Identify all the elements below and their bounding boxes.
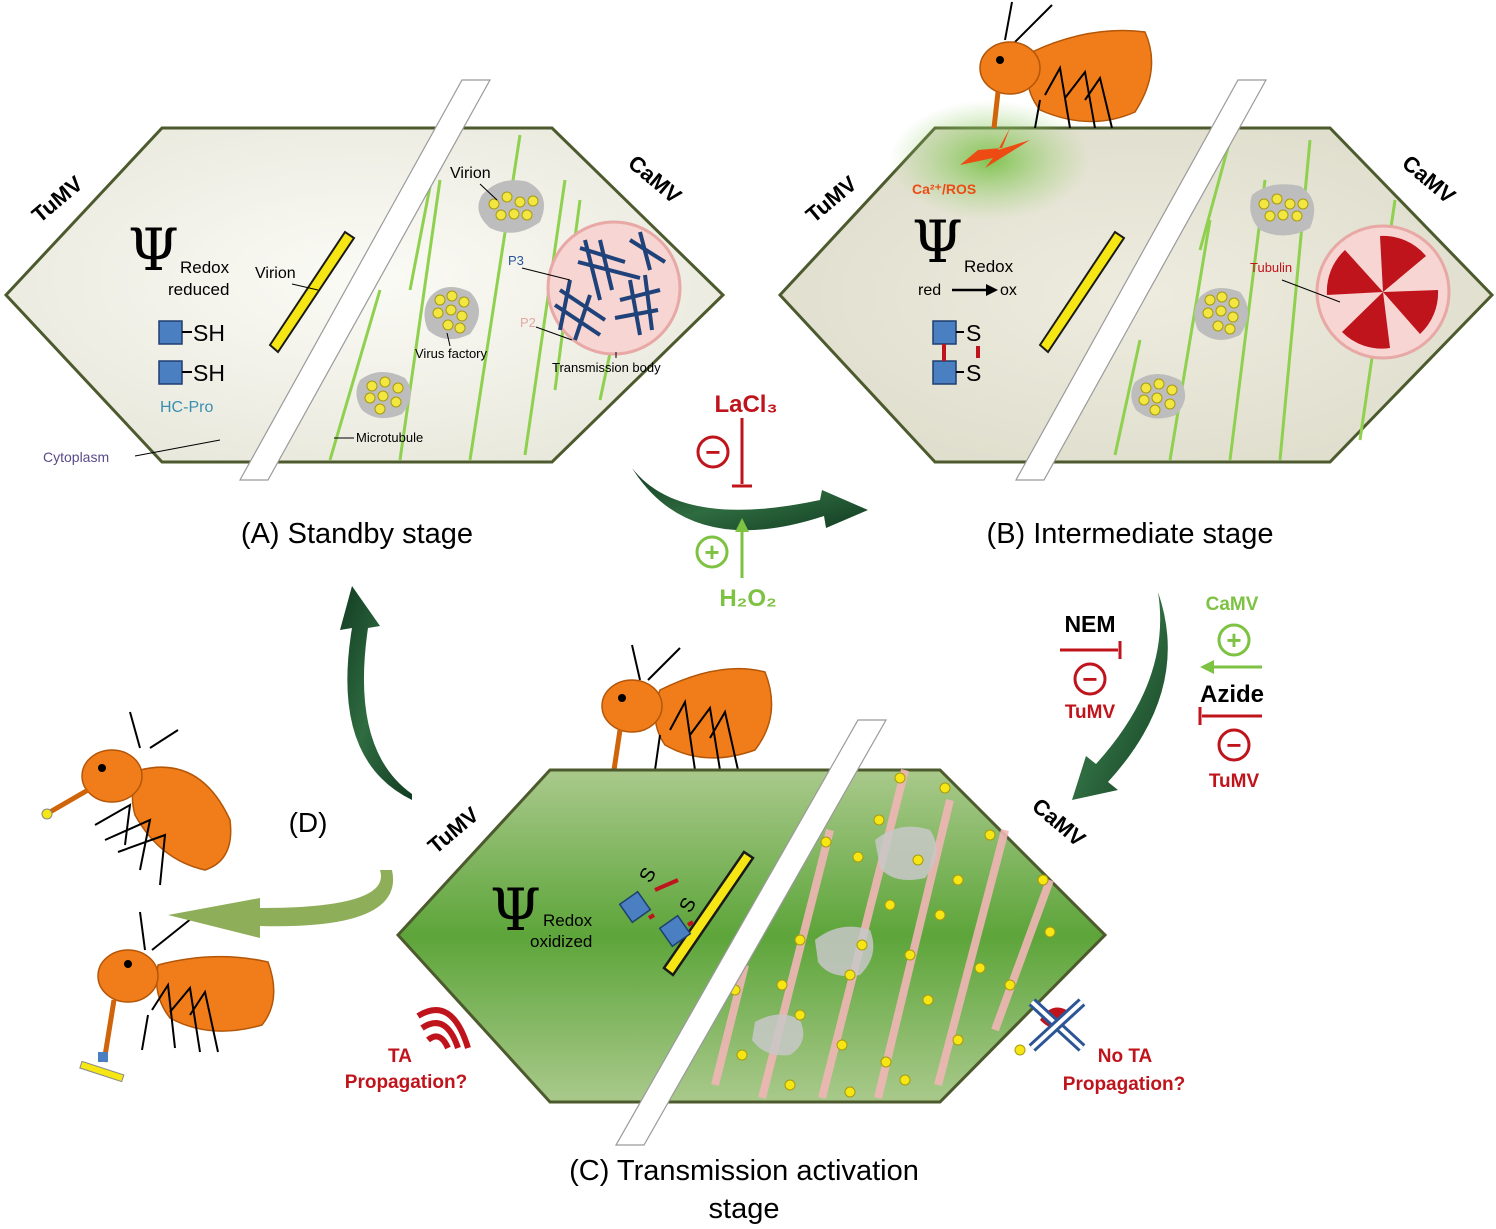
hc-pro-block-c1 — [618, 890, 652, 924]
virus-factory-b1 — [1250, 184, 1315, 236]
s-label-b2: S — [966, 360, 981, 386]
redox-state: reduced — [168, 280, 229, 299]
virus-factory-b3 — [1131, 373, 1186, 419]
ta-label-2: Propagation? — [345, 1072, 467, 1093]
ca-ros-label: Ca²⁺/ROS — [912, 181, 976, 197]
plus-icon-ab — [695, 535, 729, 569]
camv-label-b: CaMV — [1397, 150, 1460, 209]
ta-signal-icon — [416, 1007, 471, 1050]
panel-a-split — [238, 79, 492, 481]
arrow-c-to-d — [168, 870, 394, 938]
psi-symbol: Ψ — [128, 216, 179, 284]
panel-b-split — [1014, 79, 1268, 481]
tumv-virion-b — [1038, 230, 1126, 354]
hc-pro-block-c2 — [658, 914, 692, 948]
panel-c-caption-line1: (C) Transmission activation — [569, 1155, 919, 1187]
nem-label: NEM — [1064, 611, 1115, 637]
panel-c-caption-line2: stage — [709, 1193, 780, 1225]
p3-label: P3 — [508, 253, 524, 268]
sh-label-2: SH — [193, 360, 225, 386]
tumv-virion — [268, 230, 356, 354]
hc-pro-block-b1 — [932, 320, 957, 345]
panel-b: TuMV CaMV Ca²⁺/ROS Ψ Redox red ox S S Tu… — [777, 79, 1495, 550]
virus-factory-1 — [478, 180, 544, 233]
aphid-d-bottom — [79, 911, 275, 1083]
minus-sign-ab: − — [705, 437, 720, 467]
arrow-a-to-b — [632, 468, 868, 531]
panel-a-caption: (A) Standby stage — [241, 518, 473, 550]
transmission-body — [546, 220, 682, 356]
psi-symbol-b: Ψ — [912, 208, 963, 276]
aphid-top-c — [601, 644, 773, 771]
virus-factory-2 — [424, 287, 479, 340]
panel-b-caption: (B) Intermediate stage — [987, 518, 1274, 550]
virion-particles-c — [729, 772, 1056, 1098]
hc-pro-block-b2 — [932, 360, 957, 385]
redox-word-c: Redox — [543, 911, 593, 930]
regulators-bc: NEM − TuMV CaMV + Azide − TuMV — [1060, 594, 1264, 792]
camv-regulator-label: CaMV — [1206, 594, 1259, 615]
virus-factory-label: Virus factory — [415, 346, 488, 361]
arrow-b-to-c — [1072, 592, 1168, 800]
transmission-body-label: Transmission body — [552, 360, 661, 375]
azide-target-label: TuMV — [1209, 771, 1260, 792]
tubulin-body — [1315, 224, 1451, 360]
lacl3-label: LaCl₃ — [714, 391, 777, 418]
aphid-top-b — [979, 1, 1153, 129]
p2-label: P2 — [520, 315, 536, 330]
minus-icon-ab — [696, 435, 730, 469]
tubulin-label: Tubulin — [1250, 260, 1292, 275]
sh-label-1: SH — [193, 320, 225, 346]
tumv-virion-c — [662, 850, 755, 977]
minus-sign-nem: − — [1082, 664, 1097, 694]
no-ta-label-2: Propagation? — [1063, 1074, 1185, 1095]
h2o2-label: H₂O₂ — [719, 585, 776, 612]
panel-a: TuMV CaMV Ψ Redox reduced SH SH HC-Pro V… — [3, 79, 726, 550]
s-label-b1: S — [966, 320, 981, 346]
no-ta-label-1: No TA — [1098, 1046, 1153, 1067]
plus-sign-ab: + — [704, 537, 719, 567]
lightning-icon — [960, 128, 1030, 168]
aphid-d-top — [41, 711, 232, 886]
ta-label-1: TA — [388, 1046, 412, 1067]
minus-icon-nem — [1073, 662, 1107, 696]
no-ta-icon — [1028, 998, 1086, 1052]
psi-symbol-c: Ψ — [490, 876, 541, 944]
redox-word: Redox — [180, 258, 230, 277]
redox-word-b: Redox — [964, 257, 1014, 276]
minus-icon-azide — [1217, 728, 1251, 762]
hc-pro-block-1 — [158, 320, 183, 345]
arrow-c-to-a — [340, 586, 412, 800]
grey-factories-c — [752, 826, 937, 1056]
cytoplasm-label: Cytoplasm — [43, 449, 109, 465]
minus-sign-azide: − — [1226, 730, 1241, 760]
virion-label-left: Virion — [255, 265, 296, 282]
microtubule-label: Microtubule — [356, 430, 423, 445]
hc-pro-label: HC-Pro — [160, 399, 213, 416]
virus-factory-b2 — [1194, 288, 1248, 340]
panel-c-split — [614, 719, 888, 1146]
plus-sign-bc: + — [1226, 625, 1241, 655]
ox-label: ox — [1000, 282, 1017, 299]
camv-label: CaMV — [623, 150, 686, 209]
nem-target-label: TuMV — [1065, 702, 1116, 723]
azide-label: Azide — [1200, 681, 1264, 708]
virion-label-right: Virion — [450, 165, 491, 182]
panel-d-label: (D) — [289, 807, 328, 838]
hc-pro-block-2 — [158, 360, 183, 385]
camv-label-c: CaMV — [1027, 793, 1090, 852]
redox-state-c: oxidized — [530, 932, 592, 951]
virus-factory-3 — [356, 371, 411, 419]
calcium-ros-burst — [890, 100, 1090, 220]
panel-c: S S TuMV CaMV Ψ Redox oxidized TA Propag… — [345, 719, 1185, 1225]
plus-icon-bc — [1217, 623, 1251, 657]
regulators-ab: LaCl₃ − + H₂O₂ — [695, 391, 778, 612]
red-label: red — [918, 282, 941, 299]
